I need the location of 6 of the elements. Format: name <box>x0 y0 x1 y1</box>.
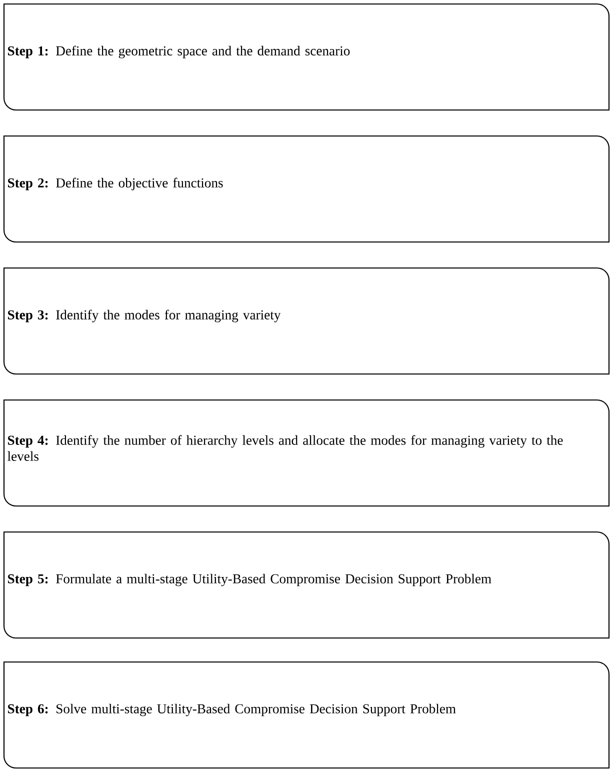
step-box: Step 3: Identify the modes for managing variety <box>3 267 610 375</box>
step-box: Step 5: Formulate a multi-stage Utility-Based Compromise Decision Support Problem <box>3 531 610 639</box>
step-box: Step 1: Define the geometric space and the demand scenario <box>3 3 610 111</box>
step-box: Step 4: Identify the number of hierarchy levels and allocate the modes for managing variety to the levels <box>3 399 610 507</box>
step-box: Step 2: Define the objective functions <box>3 135 610 243</box>
step-box: Step 6: Solve multi-stage Utility-Based Compromise Decision Support Problem <box>3 661 610 769</box>
